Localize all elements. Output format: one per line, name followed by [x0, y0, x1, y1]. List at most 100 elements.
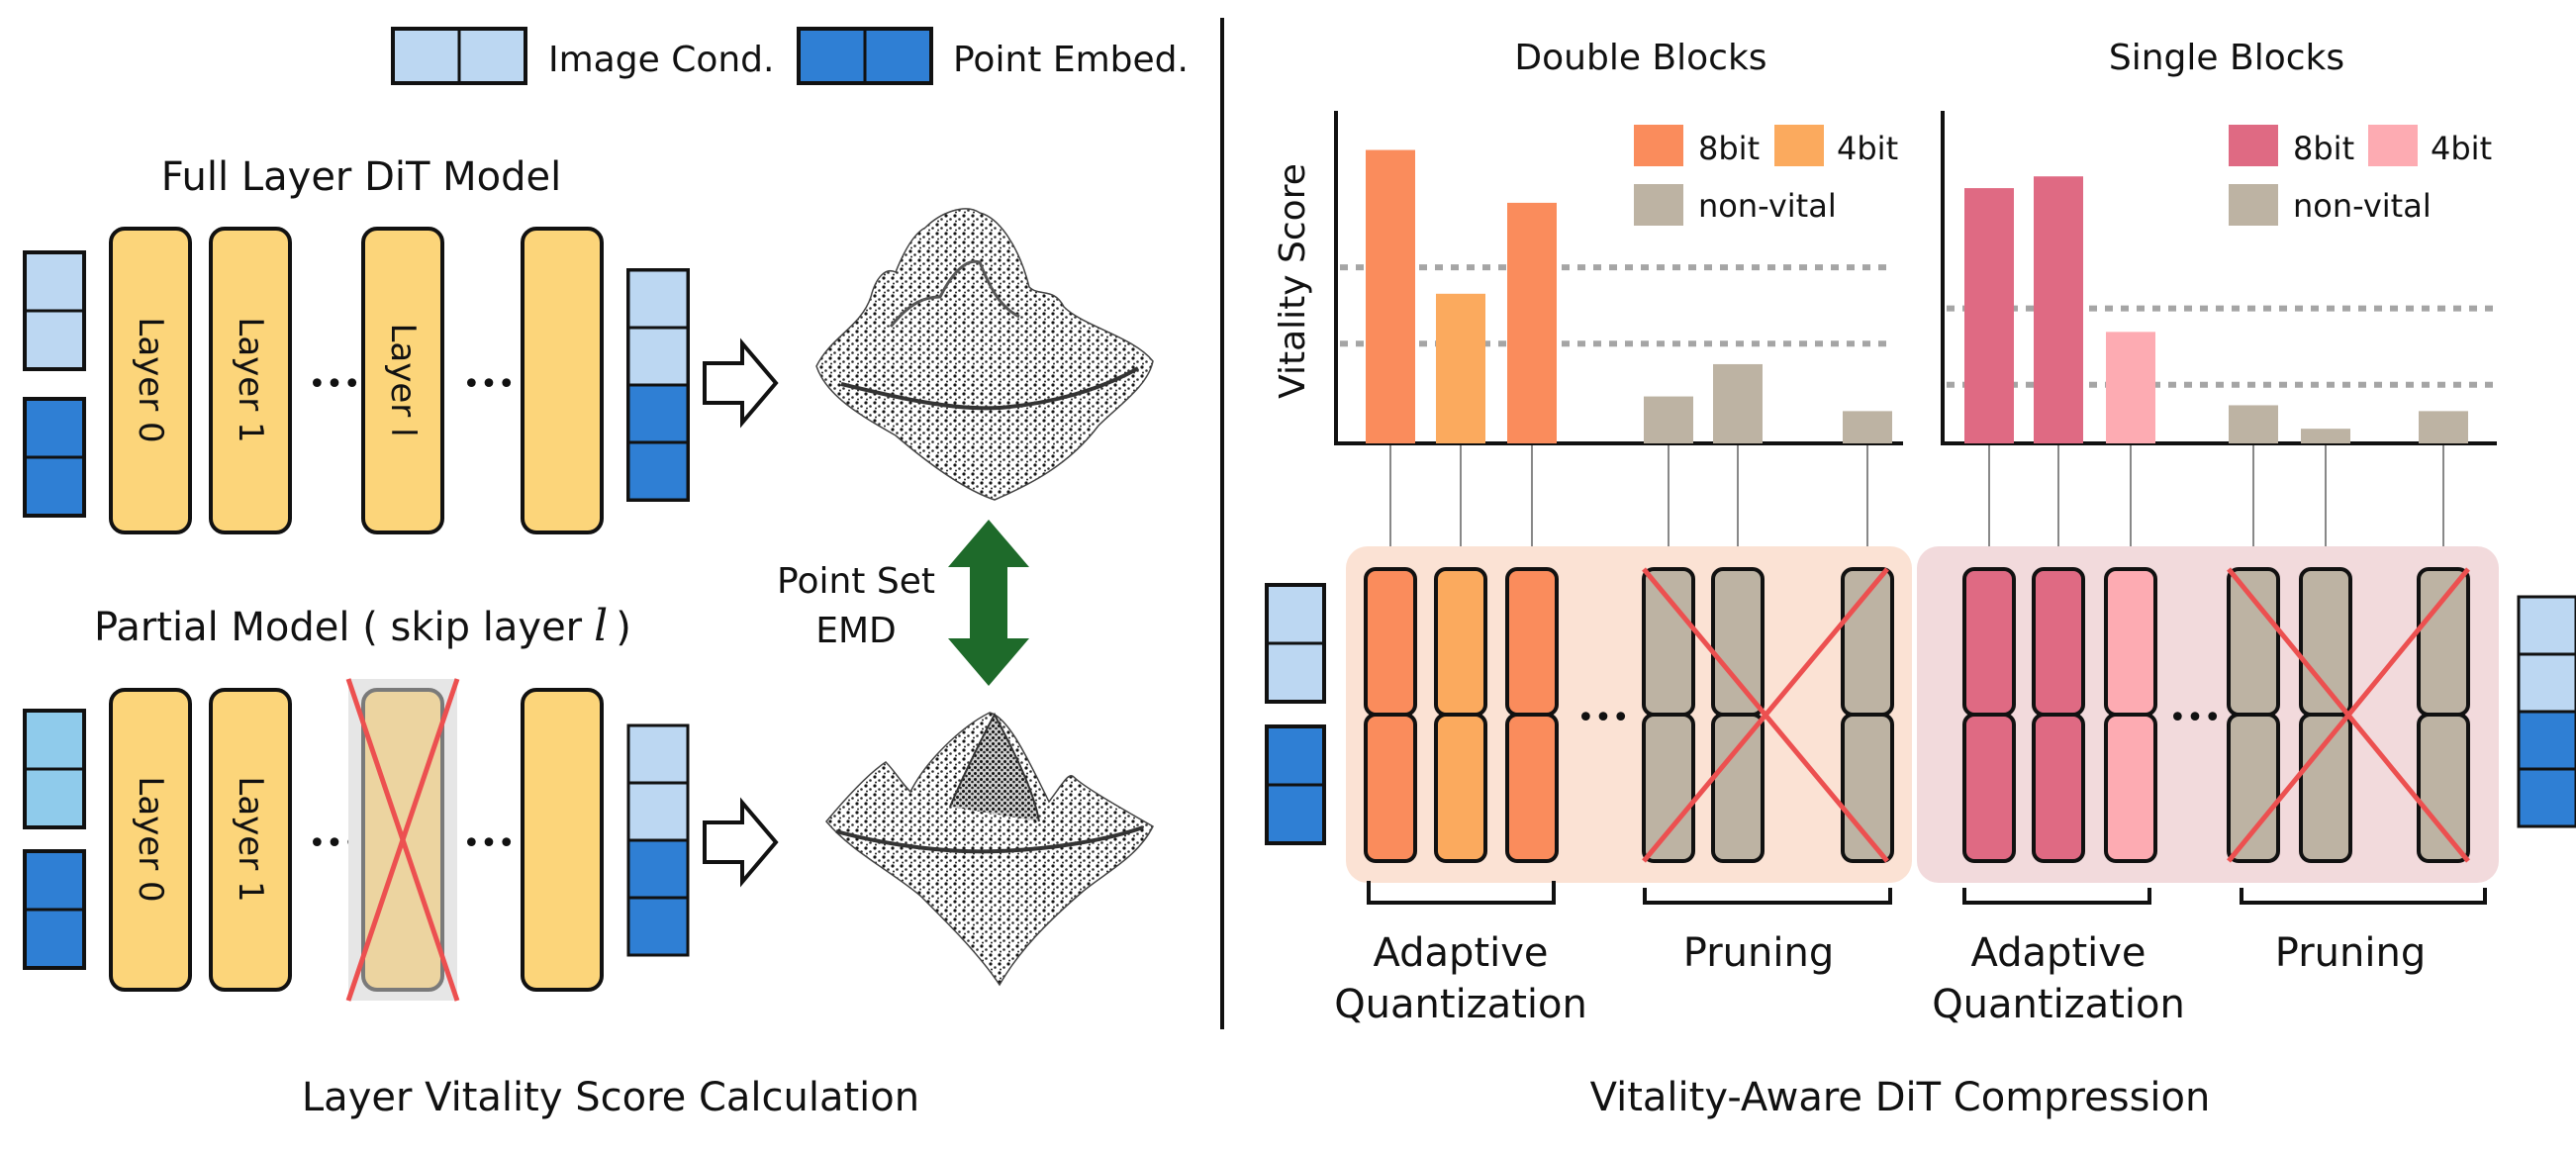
full-dots-1: •••: [308, 367, 360, 402]
legend-image-cond: Image Cond.: [391, 27, 774, 85]
chart-single: 8bit 4bit non-vital: [1941, 111, 2497, 445]
legend-single: 8bit 4bit non-vital: [2229, 125, 2492, 226]
chart-double: 8bit 4bit non-vital: [1334, 111, 1903, 445]
bar-single-1: [2034, 176, 2083, 443]
block-double-2-lower: [1505, 713, 1559, 863]
bracket-prune-single: [2240, 888, 2487, 905]
single-dots: •••: [2168, 701, 2221, 735]
block-double-4-lower: [1711, 713, 1765, 863]
block-double-1-upper: [1434, 567, 1487, 717]
bar-double-1: [1436, 293, 1485, 443]
block-double-4: [1711, 567, 1765, 863]
bar-single-2: [2106, 332, 2155, 443]
full-layer-l: Layer l: [361, 227, 444, 534]
legend-double: 8bit 4bit non-vital: [1634, 125, 1898, 226]
partial-layer-last: [521, 688, 604, 992]
emd-double-arrow: [948, 520, 1029, 686]
legend-single-4bit: 4bit: [2431, 130, 2492, 167]
bar-single-4: [2301, 429, 2350, 443]
prune-label-single: Pruning: [2275, 930, 2426, 976]
quant-label-double-1: Adaptive: [1373, 930, 1548, 976]
chart-title-double: Double Blocks: [1514, 38, 1766, 78]
full-layer-0-label: Layer 0: [131, 317, 170, 442]
point-cloud-full: [815, 208, 1154, 501]
skipped-layer: [345, 678, 460, 1002]
bar-double-4: [1713, 363, 1763, 443]
block-single-3-upper: [2227, 567, 2280, 717]
block-single-5: [2417, 567, 2470, 863]
full-layer-last: [521, 227, 604, 534]
full-model-title: Full Layer DiT Model: [161, 154, 562, 200]
block-single-0: [1962, 567, 2016, 863]
legend-double-4bit-swatch: [1774, 125, 1824, 166]
emd-label-line2: EMD: [815, 611, 897, 651]
legend-single-nonvital-swatch: [2229, 184, 2278, 226]
pruning-cross-double: [1642, 567, 1889, 863]
chart-title-single: Single Blocks: [2109, 38, 2344, 78]
point-embed-label: Point Embed.: [953, 40, 1189, 80]
full-dots-2: •••: [462, 367, 515, 402]
full-output-arrow: [703, 337, 779, 429]
point-cloud-partial: [825, 712, 1154, 987]
bar-double-3: [1644, 396, 1693, 443]
full-layer-0: Layer 0: [109, 227, 192, 534]
block-double-3-lower: [1642, 713, 1695, 863]
block-double-1: [1434, 567, 1487, 863]
legend-double-8bit-swatch: [1634, 125, 1683, 166]
block-single-5-upper: [2417, 567, 2470, 717]
right-caption: Vitality-Aware DiT Compression: [1590, 1075, 2211, 1120]
block-single-4-lower: [2299, 713, 2352, 863]
block-double-0-lower: [1364, 713, 1417, 863]
partial-layer-0-label: Layer 0: [131, 776, 170, 902]
partial-dots-2: •••: [462, 826, 515, 861]
partial-input-tokens: [23, 709, 86, 970]
legend-point-embed: Point Embed.: [797, 27, 1189, 85]
quant-label-double-2: Quantization: [1334, 982, 1587, 1027]
partial-layer-1: Layer 1: [209, 688, 292, 992]
block-double-0: [1364, 567, 1417, 863]
full-layer-1-label: Layer 1: [231, 317, 270, 442]
block-single-1-upper: [2032, 567, 2085, 717]
partial-output-tokens: [626, 723, 690, 957]
block-single-5-lower: [2417, 713, 2470, 863]
bracket-quant-double: [1367, 881, 1556, 905]
block-single-0-lower: [1962, 713, 2016, 863]
prune-label-double: Pruning: [1683, 930, 1834, 976]
pruning-cross-single: [2227, 567, 2470, 863]
block-single-1-lower: [2032, 713, 2085, 863]
bar-double-0: [1366, 149, 1415, 443]
block-double-2: [1505, 567, 1559, 863]
left-caption: Layer Vitality Score Calculation: [302, 1075, 919, 1120]
legend-double-nonvital: non-vital: [1698, 187, 1837, 225]
full-output-tokens: [626, 268, 690, 502]
double-dots: •••: [1576, 701, 1629, 735]
bracket-prune-double: [1643, 888, 1892, 905]
quant-label-single-1: Adaptive: [1970, 930, 2146, 976]
block-double-4-upper: [1711, 567, 1765, 717]
block-single-1: [2032, 567, 2085, 863]
partial-layer-1-label: Layer 1: [231, 776, 270, 902]
bar-single-0: [1964, 188, 2014, 443]
block-single-0-upper: [1962, 567, 2016, 717]
block-single-3-lower: [2227, 713, 2280, 863]
legend-single-8bit-swatch: [2229, 125, 2278, 166]
legend-double-nonvital-swatch: [1634, 184, 1683, 226]
block-single-4-upper: [2299, 567, 2352, 717]
block-single-3: [2227, 567, 2280, 863]
partial-layer-0: Layer 0: [109, 688, 192, 992]
image-cond-label: Image Cond.: [548, 40, 774, 80]
block-single-2-lower: [2104, 713, 2157, 863]
bracket-quant-single: [1962, 888, 2151, 905]
legend-single-nonvital: non-vital: [2293, 187, 2432, 225]
legend-single-8bit: 8bit: [2293, 130, 2354, 167]
block-single-2-upper: [2104, 567, 2157, 717]
pipeline-output-tokens: [2517, 595, 2576, 828]
block-single-4: [2299, 567, 2352, 863]
bar-double-2: [1507, 202, 1557, 443]
block-double-3: [1642, 567, 1695, 863]
bar-double-5: [1843, 411, 1892, 443]
block-double-1-lower: [1434, 713, 1487, 863]
prune-cross-line: [2227, 567, 2470, 863]
